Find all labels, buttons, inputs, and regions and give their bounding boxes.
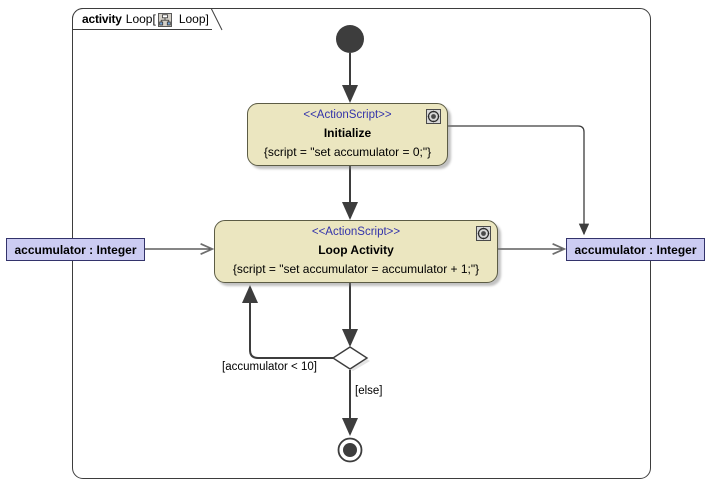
frame-bracket-open: [	[152, 12, 156, 26]
action-node-initialize[interactable]: <<ActionScript>> Initialize {script = "s…	[247, 103, 448, 166]
action-script-icon[interactable]	[426, 109, 441, 124]
action-script-icon[interactable]	[476, 226, 491, 241]
frame-tab-slant	[211, 8, 223, 31]
guard-label-loop-back: [accumulator < 10]	[222, 361, 317, 373]
output-parameter-pin[interactable]: accumulator : Integer	[566, 238, 705, 261]
initialize-title: Initialize	[323, 126, 372, 140]
loop-activity-title: Loop Activity	[318, 243, 394, 257]
guard-label-else: [else]	[355, 385, 383, 397]
frame-inner-label: Loop	[178, 12, 206, 26]
edge-decision-loop-back	[242, 285, 333, 359]
frame-bracket-close: ]	[205, 12, 209, 26]
activity-diagram-icon	[157, 13, 172, 27]
frame-name: Loop	[125, 12, 153, 26]
action-node-loop-activity[interactable]: <<ActionScript>> Loop Activity {script =…	[214, 220, 498, 283]
activity-frame-header: activity Loop [ Loop ]	[72, 8, 223, 31]
initial-node	[336, 25, 364, 53]
activity-final-node	[337, 437, 363, 463]
input-parameter-pin[interactable]: accumulator : Integer	[6, 238, 145, 261]
initialize-stereotype: <<ActionScript>>	[303, 109, 392, 121]
decision-node	[331, 346, 370, 371]
edge-initialize-to-output-pin	[448, 125, 590, 236]
initialize-script: {script = "set accumulator = 0;"}	[263, 145, 432, 159]
loop-activity-stereotype: <<ActionScript>>	[311, 226, 401, 238]
frame-keyword: activity	[82, 12, 122, 26]
loop-activity-script: {script = "set accumulator = accumulator…	[232, 262, 480, 276]
